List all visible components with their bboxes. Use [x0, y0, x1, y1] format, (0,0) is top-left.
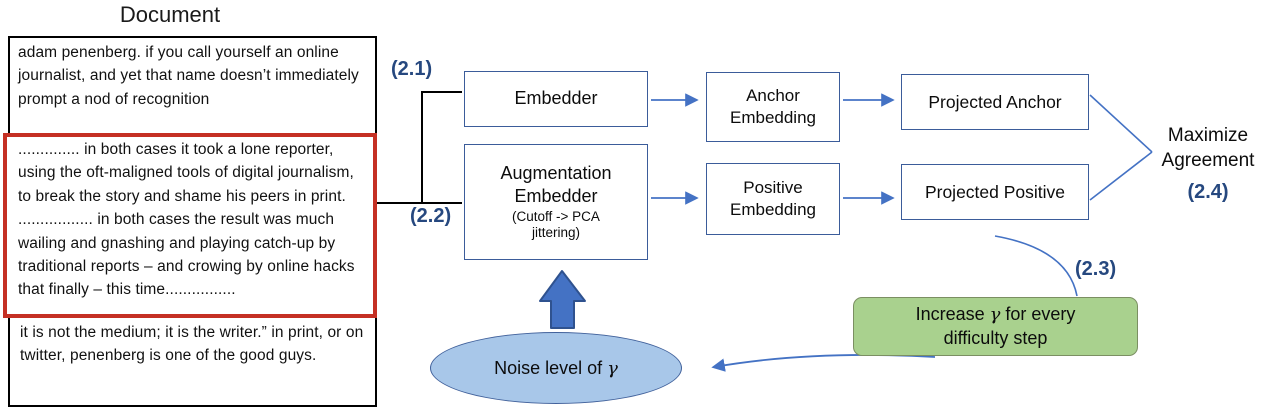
step-label-2-3: (2.3)	[1075, 258, 1117, 280]
augmentation-sub-line2: jittering)	[531, 225, 580, 241]
increase-gamma-post: for every	[1000, 304, 1076, 325]
noise-level-ellipse: Noise level of γ	[430, 332, 682, 404]
anchor-embedding-box: Anchor Embedding	[706, 72, 840, 142]
document-title: Document	[119, 2, 221, 27]
noise-to-augmentation-block-arrow	[539, 270, 586, 329]
step-label-2-1: (2.1)	[391, 58, 433, 80]
document-paragraph-top: adam penenberg. if you call yourself an …	[18, 44, 359, 108]
projected-positive-label: Projected Positive	[924, 181, 1066, 202]
projected-positive-to-increase-curve	[994, 235, 1078, 297]
positive-embedding-line2: Embedding	[729, 200, 816, 219]
projected-anchor-box: Projected Anchor	[901, 74, 1089, 130]
increase-gamma-box: Increase γ for every difficulty step	[853, 297, 1138, 356]
positive-embedding-line1: Positive	[743, 177, 803, 197]
projected-positive-converge-line	[1089, 151, 1153, 201]
document-paragraph-highlighted: .............. in both cases it took a l…	[18, 141, 355, 299]
highlighted-passage-box: .............. in both cases it took a l…	[3, 133, 377, 318]
document-to-embedder-line	[421, 91, 462, 203]
augmentation-embedder-box: Augmentation Embedder (Cutoff -> PCA jit…	[464, 144, 648, 260]
step-label-2-2: (2.2)	[410, 205, 452, 227]
embedder-box: Embedder	[464, 71, 648, 127]
augmentation-sub-line1: (Cutoff -> PCA	[512, 208, 600, 224]
projected-anchor-label: Projected Anchor	[928, 91, 1062, 112]
anchor-embedding-line2: Embedding	[729, 108, 816, 127]
noise-level-label: Noise level of γ	[494, 358, 618, 379]
increase-gamma-line2: difficulty step	[943, 327, 1048, 348]
maximize-agreement-text: Maximize Agreement (2.4)	[1150, 124, 1266, 205]
positive-embedding-box: Positive Embedding	[706, 163, 840, 235]
embedder-label: Embedder	[514, 88, 598, 109]
projected-positive-box: Projected Positive	[901, 164, 1089, 220]
maximize-line2: Agreement	[1161, 149, 1255, 171]
step-label-2-4: (2.4)	[1187, 181, 1229, 204]
augmentation-label-line1: Augmentation	[500, 162, 612, 183]
maximize-line1: Maximize	[1167, 125, 1249, 146]
gamma-symbol: γ	[607, 357, 618, 379]
increase-to-noise-arrow	[711, 354, 936, 372]
anchor-embedding-line1: Anchor	[746, 85, 800, 105]
increase-gamma-pre: Increase	[915, 304, 990, 325]
augmentation-label-line2: Embedder	[514, 186, 598, 207]
document-paragraph-bottom: it is not the medium; it is the writer.”…	[20, 324, 364, 365]
projected-anchor-converge-line	[1089, 94, 1153, 153]
noise-level-pre: Noise level of	[494, 357, 608, 378]
increase-gamma-line1: Increase γ for every	[916, 303, 1076, 326]
gamma-symbol: γ	[989, 304, 1001, 326]
